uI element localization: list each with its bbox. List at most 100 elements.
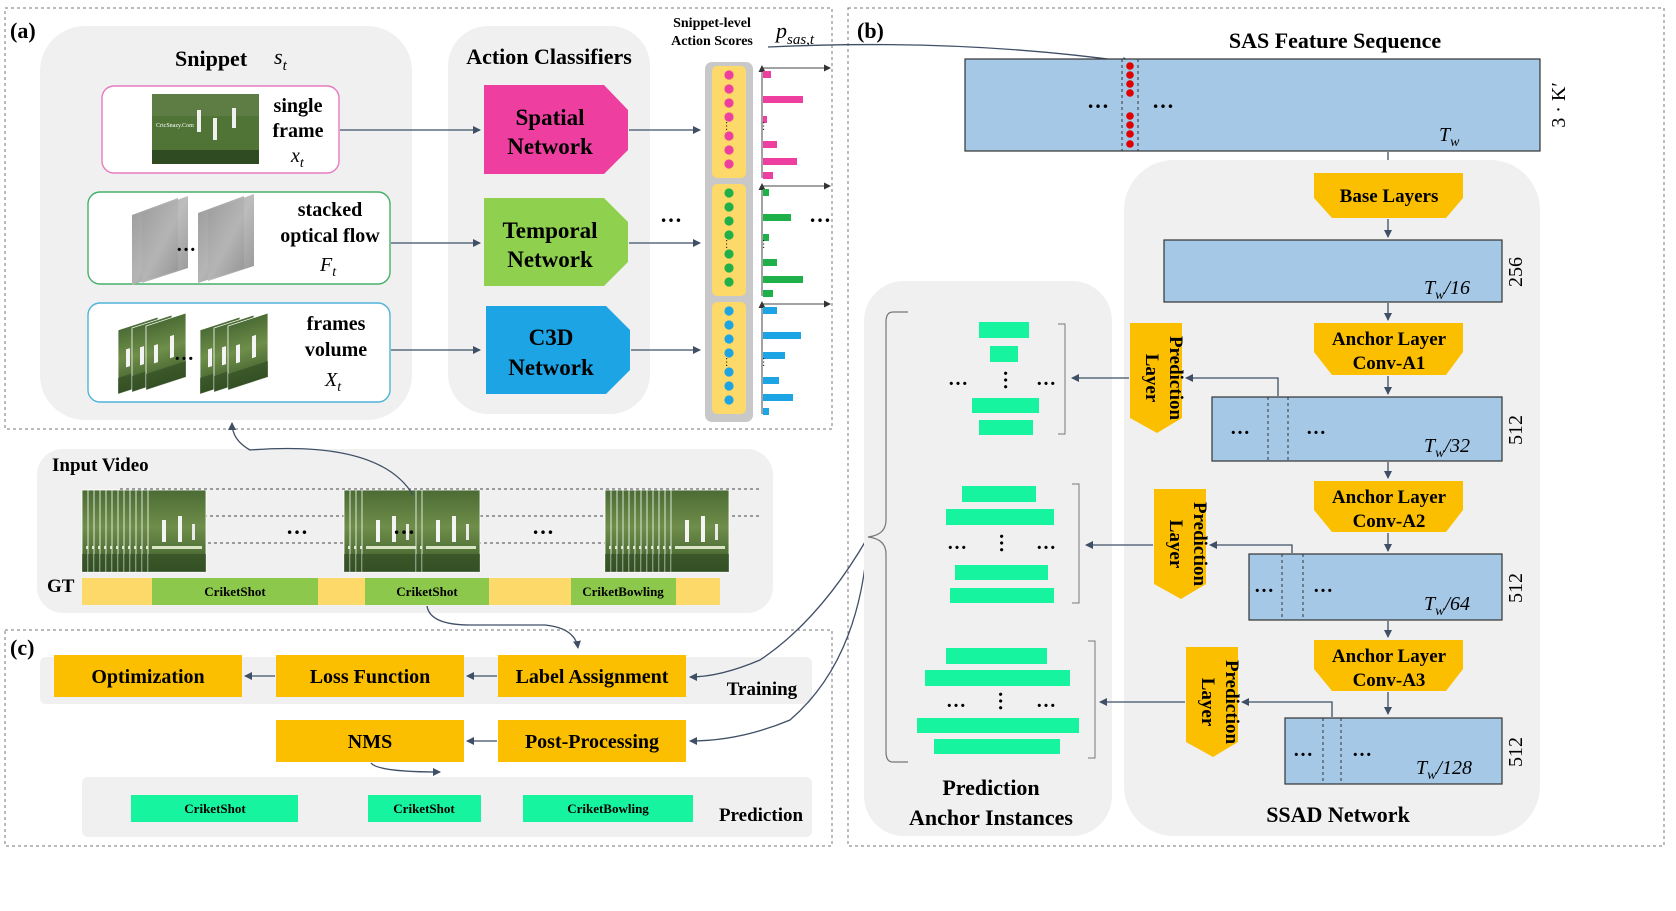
optical-flow-line1: stacked (298, 199, 362, 221)
temporal-network-line2: Network (507, 247, 593, 272)
video-stack-4 (604, 489, 730, 573)
classifiers-title: Action Classifiers (466, 44, 632, 69)
p-sas-symbol: psas,t (774, 18, 815, 48)
score-dot (724, 348, 734, 358)
feature-map-16-length: Tw/16 (1424, 277, 1470, 303)
gt-segment-3 (571, 578, 676, 605)
base-layers-block (1314, 173, 1463, 218)
sas-title: SAS Feature Sequence (1229, 28, 1441, 53)
scores-title-line2: Action Scores (671, 34, 753, 49)
prediction-segment-1-label: CriketShot (184, 801, 246, 816)
panel-b-frame (847, 7, 1665, 847)
panel-a-label: (a) (10, 18, 36, 43)
prediction-layer-3-block (1186, 647, 1238, 757)
sas-dot (1126, 89, 1134, 97)
anchor-group-2-ellipsis-right: … (1036, 532, 1056, 554)
optimization-box (54, 655, 242, 697)
score-dot (724, 131, 734, 141)
thumb-watermark: CricSnazy.Com (156, 123, 194, 129)
post-processing-label: Post-Processing (525, 731, 659, 753)
training-label: Training (727, 679, 798, 700)
gt-segment-2 (365, 578, 489, 605)
video-stack-1 (81, 489, 207, 573)
sas-length: Tw (1439, 124, 1460, 150)
score-dot (724, 277, 734, 287)
score-dot (724, 216, 734, 226)
sas-dot (1126, 80, 1134, 88)
feature-map-64 (1248, 553, 1503, 621)
anchor-instances-panel (864, 281, 1112, 836)
score-bar (763, 234, 769, 241)
label-assignment-box (498, 655, 686, 697)
prediction-segment-2-label: CriketShot (393, 801, 455, 816)
prediction-layer-1-block (1130, 323, 1182, 433)
gt-segment-3-label: CriketBowling (582, 584, 664, 599)
score-dot (724, 98, 734, 108)
video-stack-3 (415, 489, 481, 573)
c3d-network-line2: Network (508, 355, 594, 380)
score-dot-ellipsis: … (723, 121, 734, 131)
score-dot (724, 188, 734, 198)
score-bar (763, 141, 777, 148)
c3d-network-block (486, 306, 630, 394)
loss-function-box (276, 655, 464, 697)
nms-box (276, 720, 464, 762)
sas-slice-dots (1126, 62, 1134, 148)
video-ellipsis-2: … (393, 514, 415, 539)
score-bar (763, 394, 793, 401)
snippet-title: Snippet (175, 46, 248, 71)
map32-ellipsis-right: … (1306, 417, 1326, 439)
frames-volume-line1: frames (307, 313, 366, 335)
panel-b-label: (b) (857, 18, 884, 43)
loss-function-label: Loss Function (310, 666, 431, 688)
score-dot (724, 334, 734, 344)
sas-feature-map (964, 58, 1541, 152)
anchor-layer-a1-block (1314, 323, 1463, 375)
ssad-title: SSAD Network (1266, 802, 1410, 827)
anchor-group-1-ellipsis-right: … (1036, 368, 1056, 390)
score-dot (724, 112, 734, 122)
anchor-layer-a2-block (1314, 481, 1463, 532)
anchor-group-3 (917, 640, 1096, 759)
anchor-group-1 (972, 322, 1066, 435)
arrow-scores-to-sas (767, 43, 1131, 65)
sas-ellipsis-right: … (1152, 88, 1174, 113)
anchors-brace (867, 311, 908, 763)
sas-dim: 3 · K′ (1548, 82, 1570, 127)
score-dot (724, 230, 734, 240)
score-bars: ……… (758, 64, 831, 415)
temporal-network-block (484, 198, 628, 286)
prediction-layer-1-line2: Layer (1141, 354, 1162, 403)
optical-flow-symbol: Ft (319, 254, 337, 280)
video-ellipsis-3: … (532, 514, 554, 539)
feature-map-128-dim: 512 (1505, 737, 1527, 767)
anchor-layer-a1-line1: Anchor Layer (1332, 329, 1447, 350)
map32-ellipsis-left: … (1230, 417, 1250, 439)
feature-map-32 (1211, 396, 1503, 462)
optical-flow-ellipsis: … (176, 234, 196, 256)
arrow-anchors-to-label-assignment (689, 536, 869, 681)
anchor-group-1-ellipsis-mid: … (999, 370, 1021, 390)
feature-map-16-dim: 256 (1505, 257, 1527, 287)
score-bar (763, 377, 779, 384)
anchor-group-1-ellipsis-left: … (948, 368, 968, 390)
score-bar-ellipsis: … (760, 239, 771, 249)
optical-flow-line2: optical flow (280, 225, 380, 247)
anchor-layer-a3-line1: Anchor Layer (1332, 646, 1447, 667)
score-bar (763, 290, 773, 297)
prediction-layer-3-line2: Layer (1197, 678, 1218, 727)
score-dot (724, 70, 734, 80)
anchor-layer-a3-block (1314, 640, 1463, 691)
prediction-segment-1 (131, 795, 298, 822)
feature-map-32-dim: 512 (1505, 415, 1527, 445)
anchor-group-2-ellipsis-left: … (947, 532, 967, 554)
map128-ellipsis-right: … (1352, 739, 1372, 761)
prediction-layer-2-line2: Layer (1165, 520, 1186, 569)
score-bar (763, 352, 785, 359)
gt-segment-2-label: CriketShot (396, 584, 458, 599)
score-dot (724, 202, 734, 212)
score-group-3 (712, 302, 746, 414)
panel-c-label: (c) (10, 635, 34, 660)
anchors-title-line1: Prediction (942, 775, 1039, 800)
arrow-map32-to-pred1 (1185, 374, 1279, 396)
